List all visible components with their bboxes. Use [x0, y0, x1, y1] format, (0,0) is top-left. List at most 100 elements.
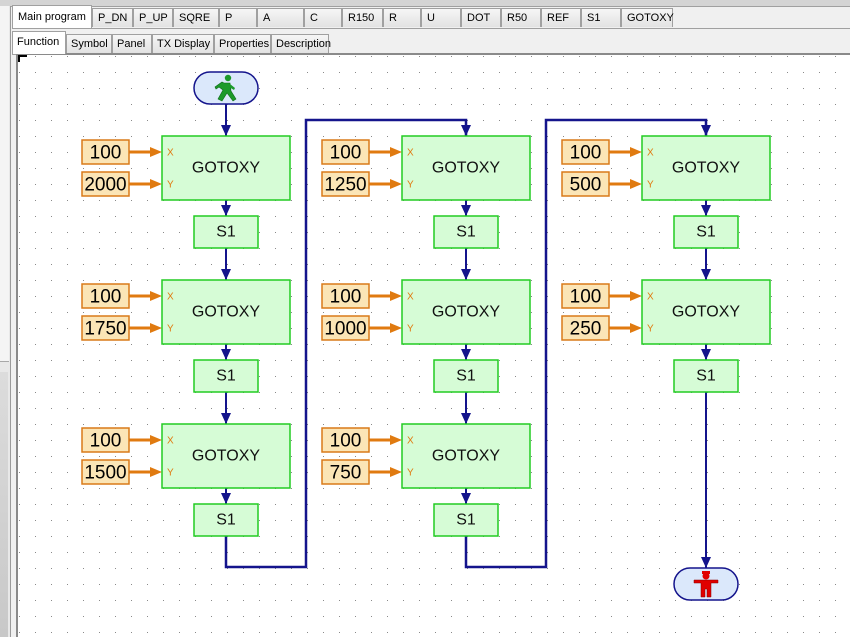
input-value-text-y: 1500 [84, 463, 126, 484]
start-terminal[interactable] [193, 71, 259, 105]
gotoxy-block-shape[interactable] [641, 135, 771, 201]
s1-block-shape[interactable] [193, 359, 259, 393]
input-box-x[interactable] [321, 427, 370, 453]
gotoxy-block-shape[interactable] [641, 279, 771, 345]
s1-subroutine-block[interactable] [673, 215, 739, 249]
input-value-x[interactable] [321, 427, 370, 453]
view-tab-properties[interactable]: Properties [214, 34, 271, 53]
gotoxy-block[interactable] [401, 135, 531, 201]
input-value-x[interactable] [561, 139, 610, 165]
s1-block-shape[interactable] [433, 359, 499, 393]
program-tab-c[interactable]: C [304, 8, 342, 27]
gotoxy-block-label: GOTOXY [432, 448, 500, 465]
program-tab-r[interactable]: R [383, 8, 421, 27]
gotoxy-block[interactable] [641, 279, 771, 345]
view-tab-description[interactable]: Description [271, 34, 331, 53]
s1-subroutine-block[interactable] [433, 503, 499, 537]
end-terminal[interactable] [673, 567, 739, 601]
gotoxy-block[interactable] [161, 279, 291, 345]
program-tab-p-dn[interactable]: P_DN [92, 8, 133, 27]
left-panel-scrollbar[interactable] [0, 372, 8, 637]
s1-subroutine-block[interactable] [193, 503, 259, 537]
s1-subroutine-block[interactable] [673, 359, 739, 393]
view-tab-tx-display[interactable]: TX Display [152, 34, 214, 53]
program-tab-s1[interactable]: S1 [581, 8, 621, 27]
gotoxy-block-shape[interactable] [401, 423, 531, 489]
program-tab-gotoxy[interactable]: GOTOXY [621, 8, 674, 27]
program-tab-r150[interactable]: R150 [342, 8, 383, 27]
s1-subroutine-block[interactable] [193, 215, 259, 249]
input-box-y[interactable] [81, 315, 130, 341]
s1-subroutine-block[interactable] [433, 215, 499, 249]
gotoxy-block-label: GOTOXY [432, 160, 500, 177]
walker-arm [229, 84, 235, 90]
view-tab-panel[interactable]: Panel [112, 34, 152, 53]
gotoxy-block-shape[interactable] [401, 135, 531, 201]
s1-block-shape[interactable] [193, 503, 259, 537]
input-value-y[interactable] [81, 171, 130, 197]
view-tab-function[interactable]: Function [12, 31, 66, 54]
input-value-x[interactable] [81, 283, 130, 309]
s1-block-label: S1 [456, 224, 476, 241]
program-tab-u[interactable]: U [421, 8, 461, 27]
s1-subroutine-block[interactable] [193, 359, 259, 393]
program-tab-dot[interactable]: DOT [461, 8, 501, 27]
gotoxy-block-shape[interactable] [161, 135, 291, 201]
s1-subroutine-block[interactable] [433, 359, 499, 393]
input-value-x[interactable] [561, 283, 610, 309]
program-tab-ref[interactable]: REF [541, 8, 581, 27]
s1-block-shape[interactable] [673, 359, 739, 393]
input-box-x[interactable] [81, 283, 130, 309]
input-value-y[interactable] [561, 315, 610, 341]
input-box-x[interactable] [561, 283, 610, 309]
gotoxy-block[interactable] [401, 279, 531, 345]
program-tab-a[interactable]: A [257, 8, 304, 27]
input-box-x[interactable] [321, 139, 370, 165]
input-box-y[interactable] [321, 171, 370, 197]
gotoxy-block-shape[interactable] [161, 423, 291, 489]
input-box-y[interactable] [321, 459, 370, 485]
canvas-corner-mark [18, 55, 27, 62]
s1-block-shape[interactable] [673, 215, 739, 249]
s1-block-shape[interactable] [433, 215, 499, 249]
program-tab-p[interactable]: P [219, 8, 257, 27]
input-box-y[interactable] [81, 171, 130, 197]
view-tab-symbol[interactable]: Symbol [66, 34, 112, 53]
program-tab-main-program[interactable]: Main program [12, 5, 92, 28]
input-value-y[interactable] [321, 459, 370, 485]
input-value-x[interactable] [321, 283, 370, 309]
gotoxy-block[interactable] [161, 423, 291, 489]
gotoxy-block[interactable] [161, 135, 291, 201]
gotoxy-block-shape[interactable] [401, 279, 531, 345]
input-value-x[interactable] [81, 139, 130, 165]
input-value-y[interactable] [321, 315, 370, 341]
input-box-x[interactable] [321, 283, 370, 309]
program-tab-r50[interactable]: R50 [501, 8, 541, 27]
port-y-label: Y [647, 180, 654, 191]
input-box-x[interactable] [561, 139, 610, 165]
program-tab-p-up[interactable]: P_UP [133, 8, 173, 27]
input-box-y[interactable] [81, 459, 130, 485]
gotoxy-block-shape[interactable] [161, 279, 291, 345]
input-box-x[interactable] [81, 427, 130, 453]
left-panel [0, 6, 11, 637]
flowchart-diagram[interactable]: GOTOXYXY1002000S1GOTOXYXY1001750S1GOTOXY… [18, 55, 850, 637]
input-value-y[interactable] [561, 171, 610, 197]
s1-block-shape[interactable] [193, 215, 259, 249]
input-box-y[interactable] [561, 315, 610, 341]
input-value-y[interactable] [321, 171, 370, 197]
input-value-text-x: 100 [90, 287, 122, 308]
input-value-y[interactable] [81, 315, 130, 341]
gotoxy-block[interactable] [641, 135, 771, 201]
program-tab-sqre[interactable]: SQRE [173, 8, 219, 27]
input-value-x[interactable] [81, 427, 130, 453]
input-value-x[interactable] [321, 139, 370, 165]
input-box-x[interactable] [81, 139, 130, 165]
input-value-text-y: 750 [330, 463, 362, 484]
input-value-y[interactable] [81, 459, 130, 485]
gotoxy-block[interactable] [401, 423, 531, 489]
s1-block-shape[interactable] [433, 503, 499, 537]
input-box-y[interactable] [321, 315, 370, 341]
input-box-y[interactable] [561, 171, 610, 197]
